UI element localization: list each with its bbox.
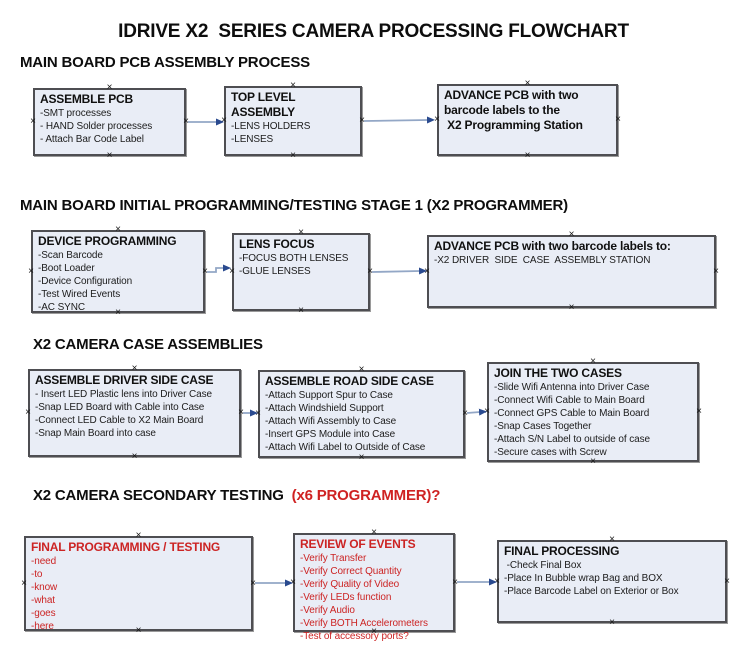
box-assemble-road-side-case[interactable]: ASSEMBLE ROAD SIDE CASE -Attach Support … (255, 365, 468, 463)
anchor-x-icon: × (424, 265, 430, 277)
box-title: ADVANCE PCB with two barcode labels to t… (444, 88, 583, 132)
anchor-x-icon: × (290, 150, 296, 161)
box-items: -need -to -know -what -goes -here (31, 556, 58, 632)
box-assemble-driver-side-case[interactable]: ASSEMBLE DRIVER SIDE CASE - Insert LED P… (25, 364, 244, 462)
box-advance-pcb-programming-station[interactable]: ADVANCE PCB with two barcode labels to t… (434, 79, 621, 161)
anchor-x-icon: × (229, 266, 235, 277)
anchor-x-icon: × (183, 116, 189, 127)
anchor-x-icon: × (290, 80, 296, 91)
anchor-x-icon: × (250, 577, 256, 589)
anchor-x-icon: × (135, 530, 142, 541)
box-advance-pcb-driver-side-station[interactable]: ADVANCE PCB with two barcode labels to: … (424, 230, 719, 313)
anchor-x-icon: × (28, 265, 34, 277)
box-items: -Scan Barcode -Boot Loader -Device Confi… (38, 250, 133, 313)
anchor-x-icon: × (371, 626, 377, 637)
box-device-programming[interactable]: DEVICE PROGRAMMING -Scan Barcode -Boot L… (28, 225, 208, 318)
anchor-x-icon: × (568, 229, 575, 240)
box-items: -Attach Support Spur to Case -Attach Win… (265, 390, 426, 453)
box-items: -Slide Wifi Antenna into Driver Case -Co… (494, 382, 650, 458)
box-top-level-assembly[interactable]: TOP LEVEL ASSEMBLY -LENS HOLDERS -LENSES… (221, 81, 365, 161)
anchor-x-icon: × (359, 115, 365, 126)
anchor-x-icon: × (21, 577, 27, 589)
section-heading-text: X2 CAMERA SECONDARY TESTING (33, 487, 284, 504)
anchor-x-icon: × (615, 114, 621, 125)
box-assemble-pcb[interactable]: ASSEMBLE PCB -SMT processes - HAND Solde… (30, 83, 189, 161)
section-heading-text: X2 CAMERA CASE ASSEMBLIES (33, 336, 263, 353)
anchor-x-icon: × (452, 576, 458, 588)
anchor-x-icon: × (434, 114, 440, 125)
anchor-x-icon: × (590, 456, 596, 467)
section-heading-text: MAIN BOARD INITIAL PROGRAMMING/TESTING S… (20, 197, 568, 214)
section-heading-secondary-testing: X2 CAMERA SECONDARY TESTING (x6 PROGRAMM… (33, 487, 440, 504)
section-heading-red-text: (x6 PROGRAMMER)? (283, 487, 441, 504)
box-items: -SMT processes - HAND Solder processes -… (40, 108, 153, 145)
anchor-x-icon: × (221, 115, 227, 126)
anchor-x-icon: × (25, 407, 31, 418)
anchor-x-icon: × (131, 363, 138, 374)
section-heading-case-assemblies: X2 CAMERA CASE ASSEMBLIES (33, 336, 263, 353)
anchor-x-icon: × (106, 150, 113, 161)
anchor-x-icon: × (724, 575, 730, 587)
anchor-x-icon: × (462, 408, 468, 419)
anchor-x-icon: × (367, 266, 373, 277)
box-final-processing[interactable]: FINAL PROCESSING -Check Final Box -Place… (494, 535, 730, 628)
box-title: TOP LEVEL ASSEMBLY (231, 90, 298, 119)
box-title: FINAL PROCESSING (504, 544, 620, 558)
anchor-x-icon: × (524, 78, 531, 89)
box-title: LENS FOCUS (239, 237, 315, 251)
connector-arrow (363, 116, 435, 124)
anchor-x-icon: × (524, 150, 531, 161)
anchor-x-icon: × (609, 534, 615, 545)
box-title: ASSEMBLE PCB (40, 92, 133, 106)
anchor-x-icon: × (298, 227, 304, 238)
box-items: -LENS HOLDERS -LENSES (231, 121, 311, 145)
anchor-x-icon: × (202, 265, 208, 277)
box-review-of-events[interactable]: REVIEW OF EVENTS -Verify Transfer -Verif… (290, 528, 458, 643)
box-lens-focus[interactable]: LENS FOCUS -FOCUS BOTH LENSES -GLUE LENS… (229, 228, 373, 316)
anchor-x-icon: × (696, 406, 702, 417)
anchor-x-icon: × (358, 452, 365, 463)
anchor-x-icon: × (298, 305, 304, 316)
section-heading-initial-programming: MAIN BOARD INITIAL PROGRAMMING/TESTING S… (20, 197, 568, 214)
anchor-x-icon: × (131, 451, 138, 462)
anchor-x-icon: × (494, 575, 500, 587)
box-final-programming-testing[interactable]: FINAL PROGRAMMING / TESTING -need -to -k… (21, 531, 256, 636)
anchor-x-icon: × (115, 307, 121, 318)
box-title: JOIN THE TWO CASES (494, 366, 622, 380)
anchor-x-icon: × (238, 407, 244, 418)
box-items: -FOCUS BOTH LENSES -GLUE LENSES (239, 253, 349, 277)
anchor-x-icon: × (371, 527, 377, 538)
anchor-x-icon: × (106, 82, 113, 93)
anchor-x-icon: × (590, 356, 596, 367)
anchor-x-icon: × (290, 576, 296, 588)
box-title: FINAL PROGRAMMING / TESTING (31, 540, 221, 554)
anchor-x-icon: × (609, 617, 615, 628)
page-title: IDRIVE X2 SERIES CAMERA PROCESSING FLOWC… (118, 21, 629, 42)
anchor-x-icon: × (115, 224, 121, 235)
section-heading-text: MAIN BOARD PCB ASSEMBLY PROCESS (20, 54, 310, 71)
connector-arrow (371, 267, 427, 275)
box-items: - Insert LED Plastic lens into Driver Ca… (35, 389, 212, 439)
anchor-x-icon: × (255, 408, 261, 419)
box-join-the-two-cases[interactable]: JOIN THE TWO CASES -Slide Wifi Antenna i… (484, 357, 702, 467)
anchor-x-icon: × (30, 116, 36, 127)
anchor-x-icon: × (358, 364, 365, 375)
box-title: ADVANCE PCB with two barcode labels to: (434, 239, 671, 253)
box-title: REVIEW OF EVENTS (300, 537, 416, 551)
box-title: ASSEMBLE ROAD SIDE CASE (265, 374, 434, 388)
anchor-x-icon: × (135, 625, 142, 636)
anchor-x-icon: × (713, 265, 719, 277)
box-items: -Check Final Box -Place In Bubble wrap B… (504, 560, 679, 597)
box-title: ASSEMBLE DRIVER SIDE CASE (35, 373, 214, 387)
section-heading-pcb-assembly: MAIN BOARD PCB ASSEMBLY PROCESS (20, 54, 310, 71)
box-title: DEVICE PROGRAMMING (38, 234, 177, 248)
anchor-x-icon: × (568, 302, 575, 313)
box-items: -X2 DRIVER SIDE CASE ASSEMBLY STATION (434, 255, 651, 266)
box-items: -Verify Transfer -Verify Correct Quantit… (300, 553, 428, 642)
anchor-x-icon: × (484, 406, 490, 417)
